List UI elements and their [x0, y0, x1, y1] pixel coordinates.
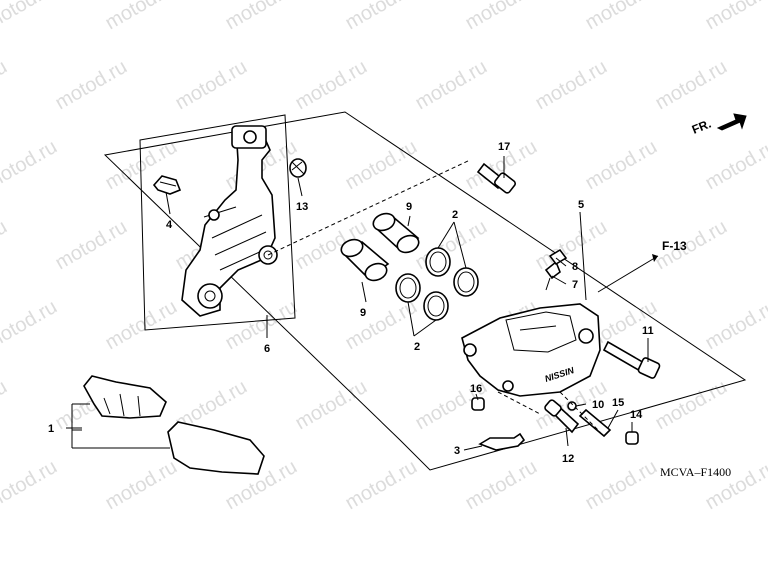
- callout-14: 14: [630, 409, 643, 421]
- watermark-text: motod.ru: [222, 0, 301, 34]
- watermark-text: motod.ru: [702, 0, 768, 34]
- pad-pin-plug: [625, 431, 639, 445]
- callout-16: 16: [470, 383, 482, 395]
- watermark-text: motod.ru: [0, 376, 11, 435]
- pad-pin: [567, 401, 612, 438]
- callout-6: 6: [264, 343, 270, 355]
- watermark-text: motod.ru: [342, 0, 421, 34]
- watermark-text: motod.ru: [0, 456, 61, 515]
- watermark-text: motod.ru: [342, 456, 421, 515]
- brake-pad-set: [83, 375, 265, 475]
- reference-label: F-13: [662, 239, 687, 253]
- callout-17: 17: [498, 141, 510, 153]
- callout-12: 12: [562, 453, 574, 465]
- callout-11: 11: [642, 325, 654, 337]
- watermark-text: motod.ru: [412, 56, 491, 115]
- watermark-text: motod.ru: [582, 136, 661, 195]
- bleeder-cap: [548, 248, 568, 266]
- watermark-text: motod.ru: [582, 0, 661, 34]
- bleeder-valve: [544, 260, 561, 291]
- watermark-text: motod.ru: [52, 216, 131, 275]
- callout-7: 7: [572, 279, 578, 291]
- front-label: FR.: [690, 117, 713, 137]
- callout-4: 4: [166, 219, 173, 231]
- watermark-text: motod.ru: [702, 296, 768, 355]
- watermark-text: motod.ru: [102, 296, 181, 355]
- caliper-body: NISSIN: [461, 303, 601, 397]
- callout-3: 3: [454, 445, 460, 457]
- watermark-text: motod.ru: [222, 296, 301, 355]
- watermark-text: motod.ru: [0, 296, 61, 355]
- watermark-text: motod.ru: [412, 216, 491, 275]
- bracket-group-box: [139, 114, 296, 331]
- pad-pin-bolt: [544, 399, 580, 434]
- caliper-slide-pin: [602, 340, 661, 379]
- caliper-piston-lower: [340, 238, 390, 282]
- assembly-outline-box: [103, 111, 747, 471]
- caliper-pin-bolt: [476, 162, 516, 194]
- watermark-text: motod.ru: [652, 376, 731, 435]
- watermark-text: motod.ru: [102, 456, 181, 515]
- bleeder-dust-cap: [471, 397, 485, 411]
- callout-2-lower: 2: [414, 341, 420, 353]
- watermark-text: motod.ru: [702, 136, 768, 195]
- front-arrow-icon: [716, 113, 747, 131]
- callout-9-lower: 9: [360, 307, 366, 319]
- callout-2-upper: 2: [452, 209, 458, 221]
- watermark-text: motod.ru: [532, 56, 611, 115]
- piston-seals-lower: [395, 273, 449, 321]
- watermark-text: motod.ru: [0, 216, 11, 275]
- callout-10: 10: [592, 399, 604, 411]
- diagram-code: MCVA–F1400: [660, 465, 731, 479]
- watermark-text: motod.ru: [0, 136, 61, 195]
- pad-spring: [478, 432, 526, 451]
- watermark-text: motod.ru: [52, 56, 131, 115]
- caliper-bracket: [181, 125, 278, 317]
- watermark-text: motod.ru: [172, 56, 251, 115]
- watermark-text: motod.ru: [582, 456, 661, 515]
- watermark-text: motod.ru: [462, 456, 541, 515]
- callout-13: 13: [296, 201, 308, 213]
- watermark-text: motod.ru: [292, 56, 371, 115]
- front-direction-indicator: FR.: [690, 113, 747, 137]
- bracket-nut: [289, 158, 307, 178]
- watermark-text: motod.ru: [0, 56, 11, 115]
- callout-15: 15: [612, 397, 624, 409]
- watermark-text: motod.ru: [292, 376, 371, 435]
- pad-retainer-clip: [152, 175, 182, 195]
- watermark-text: motod.ru: [342, 136, 421, 195]
- watermark-text: motod.ru: [462, 0, 541, 34]
- watermark-text: motod.ru: [0, 0, 61, 34]
- callout-5: 5: [578, 199, 584, 211]
- callout-1: 1: [48, 423, 54, 435]
- callout-9-upper: 9: [406, 201, 412, 213]
- callout-8: 8: [572, 261, 578, 273]
- caliper-piston-upper: [372, 212, 420, 254]
- watermark-text: motod.ru: [652, 56, 731, 115]
- leader-lines: [66, 156, 659, 451]
- watermark-text: motod.ru: [102, 0, 181, 34]
